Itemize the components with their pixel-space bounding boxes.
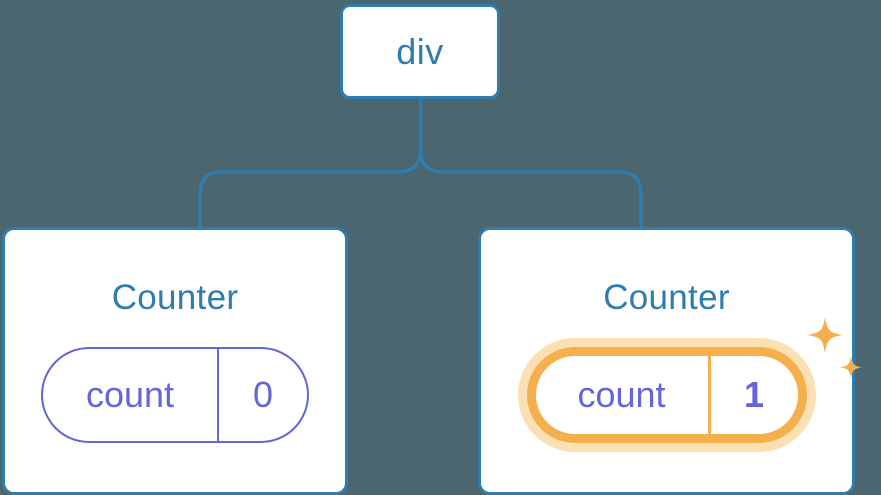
sparkle-large-icon [806, 317, 843, 353]
connector-right-branch [418, 97, 643, 229]
tree-node-root[interactable]: div [340, 4, 500, 99]
component-title: Counter [111, 278, 239, 317]
sparkle-group [806, 317, 862, 379]
state-value-label: 1 [743, 374, 765, 415]
component-title: Counter [603, 278, 730, 317]
state-value-cell: 1 [711, 356, 798, 434]
state-value-label: 0 [252, 374, 274, 415]
component-card-counter-left[interactable]: Counter count 0 [2, 227, 348, 495]
state-key-label: count [577, 374, 666, 415]
root-node-label: div [396, 30, 444, 72]
state-pill-wrapper: count 1 [526, 317, 862, 443]
state-key-cell: count [536, 356, 711, 434]
state-pill-wrapper: count 0 [41, 347, 309, 443]
connector-left-branch [198, 97, 423, 229]
sparkle-small-icon [839, 356, 862, 379]
state-value-cell: 0 [219, 349, 307, 441]
state-key-cell: count [43, 349, 219, 441]
state-pill-highlighted[interactable]: count 1 [526, 347, 807, 443]
component-card-counter-right[interactable]: Counter count 1 [478, 227, 862, 495]
state-key-label: count [85, 374, 175, 415]
state-pill[interactable]: count 0 [41, 347, 309, 443]
